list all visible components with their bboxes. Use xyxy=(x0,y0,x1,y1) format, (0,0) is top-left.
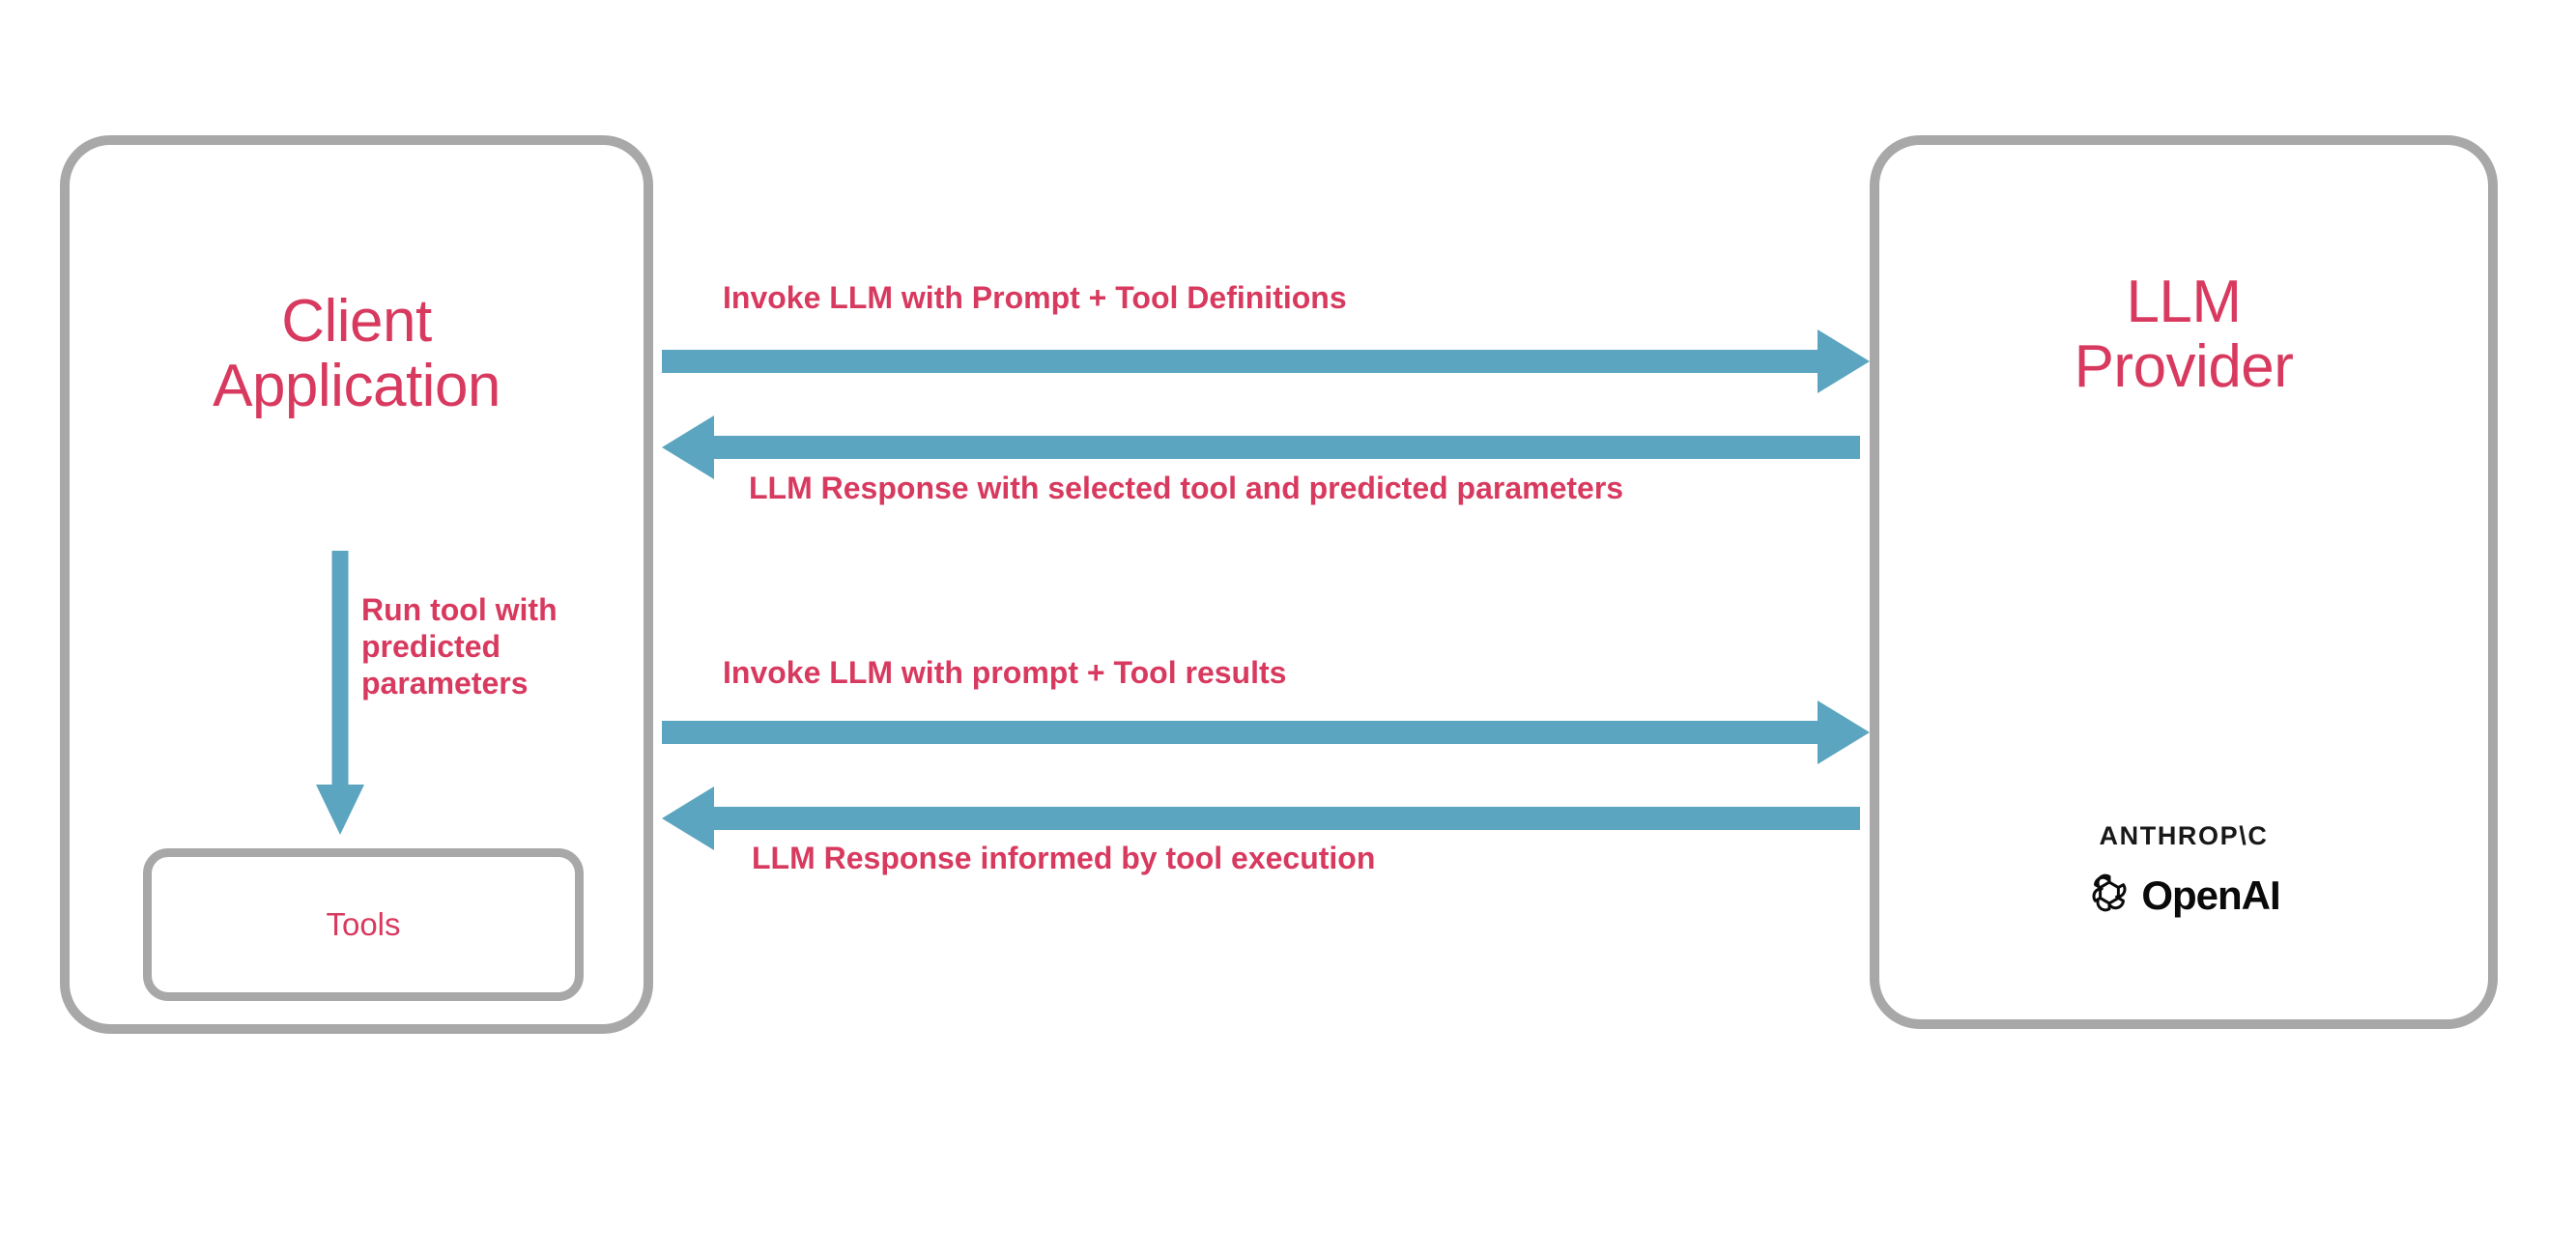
llm-provider-box[interactable]: LLM Provider ANTHROP\C xyxy=(1870,135,2498,1029)
tools-box[interactable]: Tools xyxy=(143,848,584,1001)
client-application-title: Client Application xyxy=(70,288,644,419)
llm-response-informed-arrow-shape xyxy=(662,786,1860,850)
invoke-llm-tools-arrow xyxy=(662,320,1870,403)
llm-response-tool-selection-label: LLM Response with selected tool and pred… xyxy=(749,471,1624,505)
provider-logos: ANTHROP\C Ope xyxy=(1879,821,2488,920)
llm-response-tool-selection-arrow xyxy=(662,406,1860,489)
llm-provider-title: LLM Provider xyxy=(1879,269,2488,400)
tools-label: Tools xyxy=(326,906,401,942)
client-title-line1: Client xyxy=(281,288,432,355)
invoke-llm-tools-arrow-shape xyxy=(662,329,1870,393)
openai-logo: OpenAI xyxy=(2087,871,2281,920)
client-application-box[interactable]: Client Application Tools xyxy=(60,135,653,1034)
run-tool-arrow-label: Run tool with predicted parameters xyxy=(361,592,558,700)
invoke-llm-results-arrow xyxy=(662,691,1870,774)
invoke-llm-results-label: Invoke LLM with prompt + Tool results xyxy=(723,655,1287,690)
openai-wordmark: OpenAI xyxy=(2141,872,2280,918)
invoke-llm-tools-label: Invoke LLM with Prompt + Tool Definition… xyxy=(723,280,1347,315)
anthropic-logo: ANTHROP\C xyxy=(2099,821,2269,850)
llm-response-tool-selection-arrow-shape xyxy=(662,415,1860,479)
provider-title-line1: LLM xyxy=(2126,269,2242,335)
run-tool-arrow xyxy=(313,551,367,841)
run-tool-arrow-shape xyxy=(316,551,364,835)
llm-response-informed-label: LLM Response informed by tool execution xyxy=(752,841,1376,875)
client-title-line2: Application xyxy=(213,352,501,419)
provider-title-line2: Provider xyxy=(2074,332,2294,400)
openai-flower-icon xyxy=(2087,871,2132,920)
invoke-llm-results-arrow-shape xyxy=(662,700,1870,764)
llm-response-informed-arrow xyxy=(662,777,1860,860)
